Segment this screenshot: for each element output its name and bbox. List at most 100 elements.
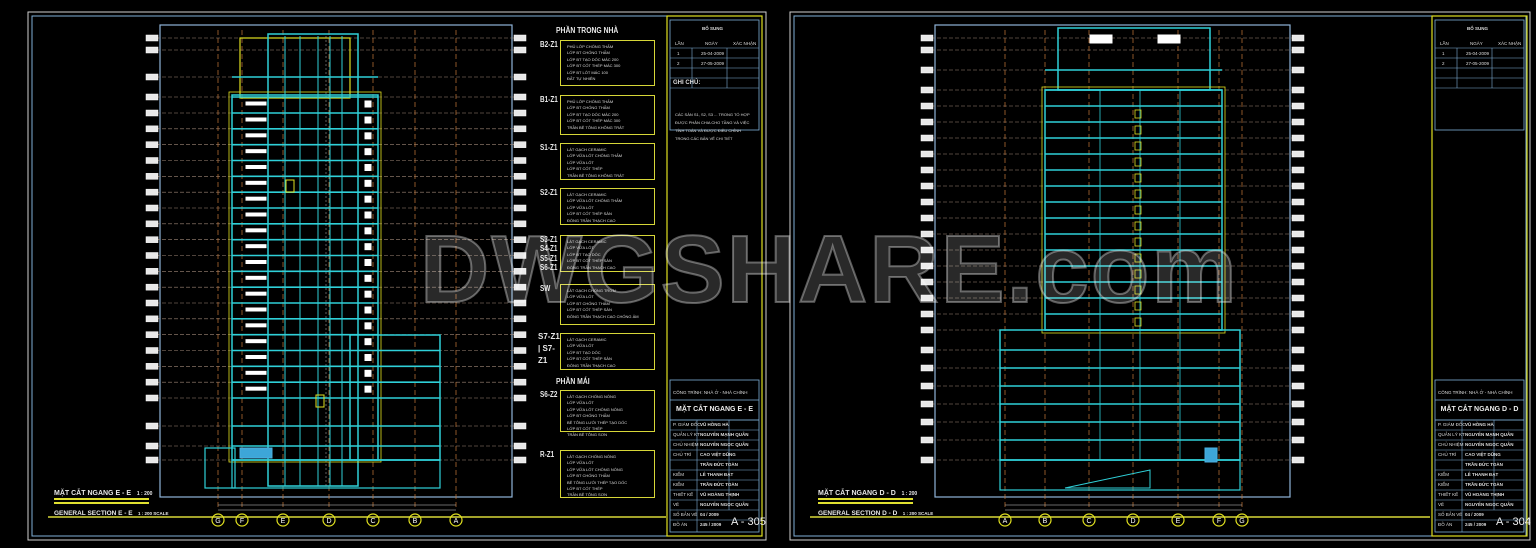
left-level-marker-left — [145, 93, 159, 101]
revision-cell: 25-04-2009 — [1466, 51, 1490, 56]
legend-line: LÁT GẠCH CHỐNG TRƠN — [567, 288, 616, 293]
left-axis-label: G — [215, 518, 220, 525]
right-door — [1134, 269, 1142, 279]
role-name: 04 / 2009 — [1465, 512, 1484, 517]
left-core — [267, 33, 359, 487]
left-level-marker-right — [513, 331, 527, 338]
right-level-marker-right — [1291, 230, 1305, 238]
left-axis-bubble — [408, 513, 422, 527]
left-level-marker-right — [513, 93, 527, 101]
right-level-marker-left — [920, 400, 934, 408]
role-name: TRẦN ĐỨC TOÀN — [700, 482, 738, 487]
role-name: 04 / 2009 — [700, 512, 719, 517]
left-door — [364, 259, 372, 266]
right-level-marker-left — [920, 230, 934, 238]
role-label: ĐỒ ÁN — [1438, 522, 1453, 527]
right-axis-bubble — [998, 513, 1012, 527]
legend-line: TRẦN BÊ TÔNG KHÔNG TRÁT — [567, 124, 625, 130]
role-name: NGUYỄN MẠNH QUÂN — [1465, 432, 1514, 437]
right-door — [1134, 285, 1142, 295]
right-level-marker-left — [920, 346, 934, 354]
right-level-marker-left — [920, 418, 934, 426]
legend-line: ĐÓNG TRẦN THẠCH CAO CHỐNG ẨM — [567, 313, 639, 319]
left-window — [245, 196, 267, 201]
legend-line: LỚP BT CHỐNG THẤM — [567, 50, 610, 56]
legend-code: S1-Z1 — [540, 143, 558, 152]
legend-line: LỚP BT CỐT THÉP MÁC 300 — [567, 63, 621, 69]
left-level-marker-left — [145, 456, 159, 464]
drawing-title: MẶT CẮT NGANG E - E — [676, 406, 753, 413]
revision-col-header: NGÀY — [705, 41, 718, 46]
revision-cell: 2 — [677, 61, 680, 66]
left-window — [245, 165, 267, 169]
legend-line: LÁT GẠCH CERAMIC — [567, 192, 607, 197]
left-level-marker-left — [145, 188, 159, 196]
right-roof-equipment — [1157, 34, 1181, 44]
legend-line: LỚP BT CỐT THÉP SÀN — [567, 356, 612, 362]
right-roof-block — [1057, 27, 1211, 91]
left-level-marker-right — [513, 125, 527, 133]
left-door — [364, 338, 372, 346]
role-label: KIỂM — [673, 482, 685, 487]
right-door — [1134, 301, 1142, 311]
left-door — [364, 211, 372, 219]
note-line: TÍNH TOÁN VÀ ĐƯỢC ĐIỀU CHỈNH — [675, 128, 742, 133]
left-window — [245, 117, 267, 122]
right-basement — [999, 459, 1241, 491]
left-level-marker-right — [513, 252, 527, 259]
left-level-marker-left — [145, 125, 159, 133]
right-level-marker-left — [920, 102, 934, 110]
role-label: CHỦ TRÌ — [1438, 452, 1457, 457]
right-level-marker-right — [1291, 294, 1305, 302]
left-door — [364, 306, 372, 314]
right-level-marker-right — [1291, 198, 1305, 206]
right-level-marker-left — [920, 326, 934, 334]
legend-code: R-Z1 — [540, 450, 555, 459]
left-title-vn: MẶT CẮT NGANG E - E — [54, 490, 131, 497]
legend-line: LỚP BT CỐT THÉP SÀN — [567, 307, 612, 313]
left-door — [364, 385, 372, 393]
legend-line: LÁT GẠCH CERAMIC — [567, 147, 607, 152]
left-level-marker-left — [145, 46, 159, 54]
role-label: KIỂM — [1438, 482, 1450, 487]
left-window — [245, 323, 267, 328]
role-name: NGUYỄN NGỌC QUÂN — [1465, 502, 1514, 507]
left-level-marker-right — [513, 268, 527, 275]
legend-line: LỚP VỮA LÓT — [567, 460, 594, 466]
left-level-marker-left — [145, 252, 159, 259]
right-sheet-border — [789, 11, 1531, 541]
left-level-marker-left — [145, 283, 159, 291]
revision-col-header: LẦN — [675, 41, 684, 46]
right-section-title-en: GENERAL SECTION D - D 1 : 200 SCALE — [818, 510, 933, 517]
right-level-marker-left — [920, 118, 934, 126]
left-level-marker-right — [513, 299, 527, 307]
legend-line: PHỦ LỚP CHỐNG THẤM — [567, 99, 614, 104]
left-level-marker-left — [145, 422, 159, 430]
left-door — [364, 195, 372, 203]
right-tower-outline — [1041, 86, 1226, 334]
left-level-marker-left — [145, 109, 159, 117]
note-line: ĐƯỢC PHÂN CHIA CHO TẦNG VÀ VIỆC — [675, 120, 750, 125]
right-door — [1134, 109, 1142, 119]
revision-header: BỔ SUNG — [702, 26, 724, 31]
right-level-marker-left — [920, 246, 934, 254]
left-window — [245, 355, 267, 359]
legend-code: S2-Z1 — [540, 188, 558, 197]
left-tower-outline — [228, 91, 382, 463]
left-axis-label: B — [413, 518, 418, 525]
legend-line: ĐÓNG TRẦN THẠCH CAO — [567, 217, 616, 223]
right-level-marker-left — [920, 436, 934, 444]
legend-heading-interior: PHẦN TRONG NHÀ — [556, 26, 619, 35]
legend-line: LỚP BT CỐT THÉP SÀN — [567, 211, 612, 217]
left-window — [245, 133, 267, 138]
role-label: QUẢN LÝ KT — [1438, 432, 1465, 437]
right-level-marker-left — [920, 278, 934, 286]
left-level-marker-right — [513, 220, 527, 228]
role-label: CHỦ NHIỆM — [1438, 442, 1464, 447]
sheet-inner-border — [793, 15, 1527, 537]
left-window — [245, 244, 267, 249]
revision-cell: 25-04-2009 — [701, 51, 725, 56]
